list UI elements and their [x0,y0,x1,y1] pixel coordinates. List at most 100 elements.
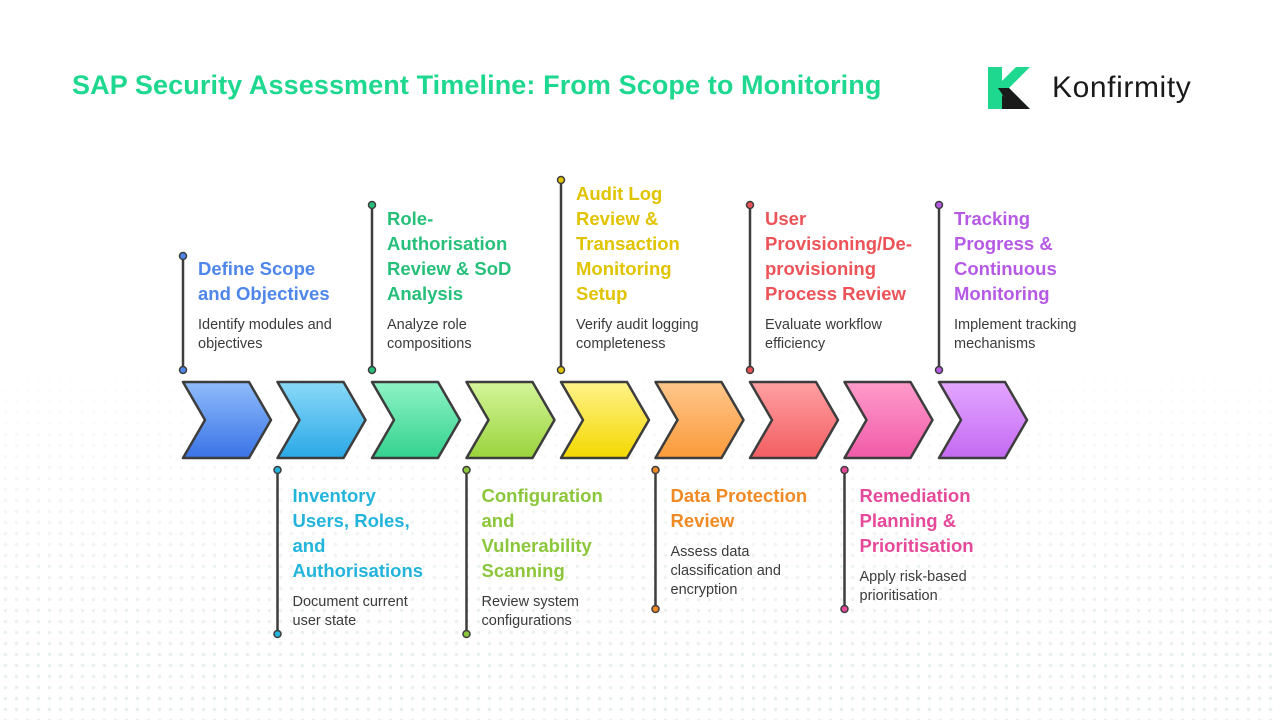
stage-title-line: Data Protection [670,485,808,506]
chevron-step-4 [465,380,556,460]
chevron-step-8 [843,380,934,460]
connector-dot-8-end [840,604,849,614]
stage-title-line: Transaction [576,233,680,254]
connector-dot-4-start [462,465,471,475]
stage-description-line: efficiency [765,336,826,352]
page-title: SAP Security Assessment Timeline: From S… [72,70,882,100]
stage-title-line: Remediation [859,485,971,506]
stage-title-line: Analysis [387,283,464,304]
connector-dot-8-start [840,465,849,475]
brand-logo: Konfirmity [988,66,1191,110]
chevron-step-3 [370,380,462,460]
stage-description-line: completeness [576,336,666,352]
stage-description: Document current user state [293,593,458,631]
stage-description-line: encryption [670,582,738,598]
stage-description: Assess data classification and encryption [671,543,836,600]
connector-dot-7-start [745,200,755,210]
stage-title-line: Planning & [859,510,957,531]
stage-title-line: Setup [576,283,628,304]
stage-description: Evaluate workflow efficiency [765,316,930,354]
stage-description-line: Implement tracking [954,317,1077,333]
stage-description: Verify audit logging completeness [576,316,741,354]
chevron-step-9 [937,380,1029,460]
stage-description: Implement tracking mechanisms [954,316,1119,354]
stage-title: Define Scope and Objectives [198,256,363,306]
stage-title-line: Review [670,510,735,531]
stage-title-line: Authorisation [387,233,508,254]
stage-title-line: Progress & [954,233,1053,254]
stage-description-line: Evaluate workflow [765,317,882,333]
stage-title-line: Prioritisation [859,535,974,556]
chevron-step-6 [654,380,745,460]
stage-description-line: Verify audit logging [576,317,699,333]
connector-dot-9-start [934,200,944,210]
connector-dot-1-start [178,251,188,261]
stage-title-line: and [481,510,515,531]
stage-title-line: User [765,208,807,229]
stage-description: Apply risk-based prioritisation [860,568,1025,606]
stage-title-line: Inventory [292,485,376,506]
stage-title-line: Monitoring [576,258,672,279]
stage-title-line: Process Review [765,283,906,304]
stage-description-line: user state [292,613,357,629]
stage-description-line: Analyze role [387,317,467,333]
connector-dot-5-end [556,365,566,375]
stage-description-line: Assess data [670,544,750,560]
connector-dot-6-end [651,604,660,614]
connector-dot-2-start [273,465,282,475]
stage-title-line: provisioning [765,258,876,279]
stage-description-line: mechanisms [954,336,1036,352]
stage-title-line: Monitoring [954,283,1050,304]
stage-title-line: Continuous [954,258,1057,279]
stage-description-line: Document current [292,594,408,610]
stage-description: Review system configurations [482,593,647,631]
stage-title-line: and [292,535,326,556]
connector-dot-3-end [367,365,377,375]
connector-dot-6-start [651,465,660,475]
stage-description-line: Review system [481,594,580,610]
stage-title-line: Audit Log [576,183,663,204]
stage-title-line: Users, Roles, [292,510,410,531]
chevron-step-2 [276,380,367,460]
connector-dot-1-end [178,365,188,375]
konfirmity-logo-icon [988,67,1030,109]
chevron-step-7 [748,380,840,460]
stage-title-line: Review & SoD [387,258,512,279]
connector-dot-4-end [462,629,471,639]
brand-name: Konfirmity [1052,71,1192,104]
stage-description: Analyze role compositions [387,316,552,354]
stage-description-line: objectives [198,336,263,352]
stage-title-line: Role- [387,208,434,229]
connector-dot-3-start [367,200,377,210]
stage-description-line: classification and [670,563,781,579]
stage-description-line: configurations [481,613,572,629]
stage-description-line: Apply risk-based [859,569,967,585]
chevron-step-1 [181,380,273,460]
stage-description-line: prioritisation [859,588,938,604]
stage-title-line: Define Scope [198,258,316,279]
stage-title-line: Vulnerability [481,535,592,556]
stage-title-line: and Objectives [198,283,330,304]
connector-dot-2-end [273,629,282,639]
connector-dot-7-end [745,365,755,375]
stage-description-line: compositions [387,336,472,352]
stage-title-line: Authorisations [292,560,424,581]
stage-title-line: Review & [576,208,659,229]
